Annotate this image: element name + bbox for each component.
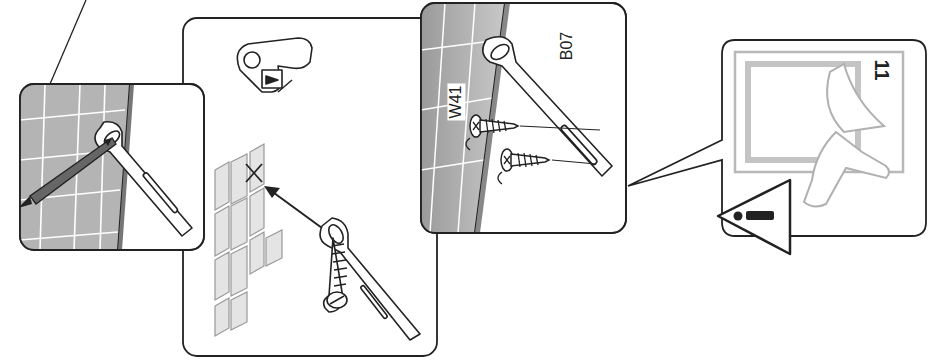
page-number: 11 — [871, 57, 893, 82]
part-code: B07 — [558, 30, 576, 62]
part-code: W41 — [447, 84, 465, 121]
